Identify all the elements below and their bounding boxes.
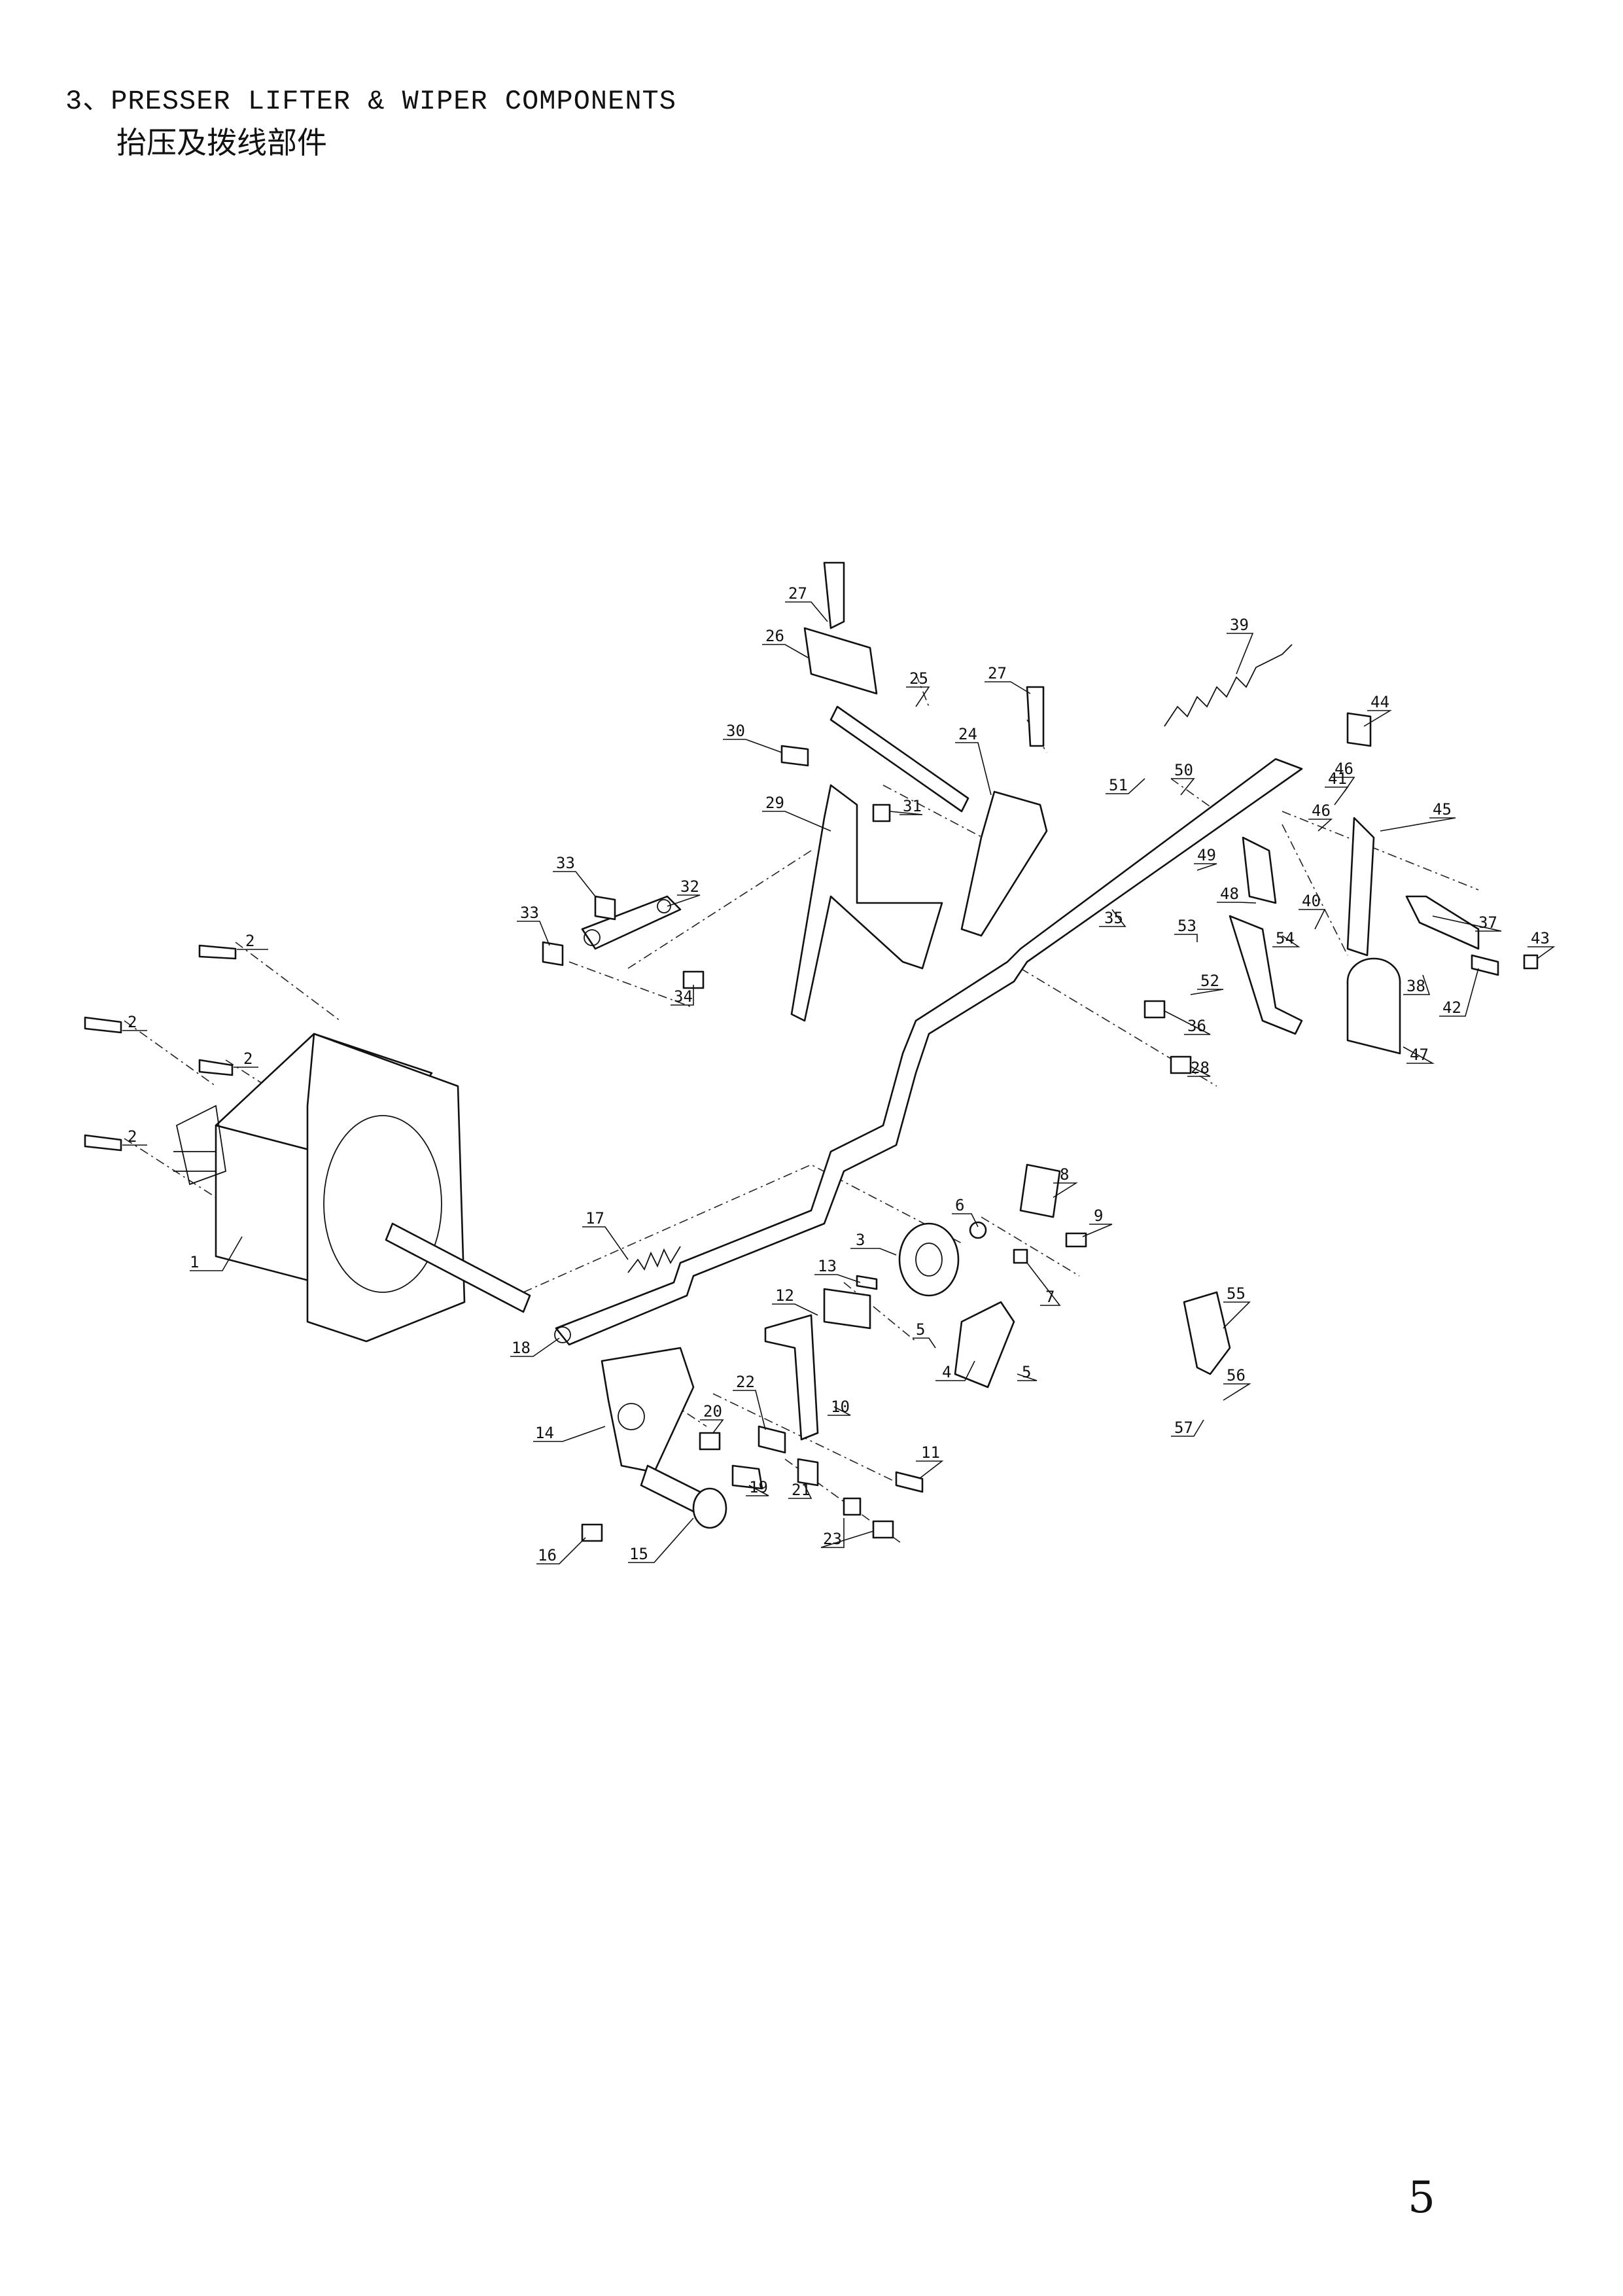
callout-38: 38 (1406, 977, 1425, 995)
callout-9: 9 (1094, 1207, 1103, 1225)
callout-21: 21 (792, 1481, 811, 1499)
callout-13: 13 (818, 1257, 837, 1275)
callout-7: 7 (1045, 1288, 1055, 1306)
callout-45: 45 (1433, 800, 1452, 819)
callout-5-b: 5 (1022, 1363, 1031, 1381)
callout-39: 39 (1230, 616, 1249, 634)
section-heading: 3、PRESSER LIFTER & WIPER COMPONENTS (65, 86, 676, 117)
callout-33-b: 33 (520, 904, 539, 922)
callout-1: 1 (190, 1253, 199, 1271)
callout-17: 17 (585, 1209, 604, 1227)
callout-47: 47 (1410, 1046, 1429, 1064)
callout-31: 31 (903, 797, 922, 815)
callout-23: 23 (823, 1530, 842, 1548)
screw-group-part-2 (84, 944, 237, 1152)
callout-26: 26 (765, 627, 784, 645)
callout-35: 35 (1104, 909, 1123, 927)
callout-57: 57 (1174, 1419, 1193, 1437)
page-number: 5 (1408, 2172, 1435, 2223)
callout-2-d: 2 (128, 1127, 137, 1146)
spring-part-17 (627, 1246, 681, 1273)
callout-2-a: 2 (245, 932, 254, 950)
callout-40: 40 (1302, 892, 1321, 910)
callout-55: 55 (1227, 1284, 1246, 1303)
callout-15: 15 (629, 1545, 648, 1563)
callout-32: 32 (680, 877, 699, 896)
callout-37: 37 (1478, 913, 1497, 932)
link-plate-parts-32-34 (542, 895, 705, 989)
callout-43: 43 (1531, 929, 1550, 947)
callout-6: 6 (955, 1196, 964, 1214)
callout-48: 48 (1220, 885, 1239, 903)
callout-27-a: 27 (788, 584, 807, 603)
callout-51: 51 (1109, 776, 1128, 794)
callout-2-b: 2 (128, 1013, 137, 1031)
wiper-parts-right (1143, 712, 1539, 1375)
callout-12: 12 (775, 1286, 794, 1305)
callout-22: 22 (736, 1373, 755, 1391)
callout-52: 52 (1200, 972, 1219, 990)
callout-29: 29 (765, 794, 784, 812)
callout-54: 54 (1276, 929, 1295, 947)
callout-44: 44 (1370, 693, 1389, 711)
callout-53: 53 (1178, 917, 1196, 935)
callout-11: 11 (921, 1443, 940, 1462)
callout-16: 16 (538, 1546, 557, 1564)
callout-4: 4 (942, 1363, 951, 1381)
callout-3: 3 (856, 1231, 865, 1249)
callout-49: 49 (1197, 846, 1216, 864)
callout-28: 28 (1191, 1059, 1210, 1077)
lower-middle-parts (581, 1163, 1087, 1542)
presser-bracket-parts (780, 561, 1048, 1022)
callout-56: 56 (1227, 1366, 1246, 1385)
callout-33-a: 33 (556, 854, 575, 872)
callout-14: 14 (535, 1424, 554, 1442)
callout-24: 24 (958, 725, 977, 743)
callout-8: 8 (1060, 1165, 1069, 1184)
callout-25: 25 (909, 669, 928, 688)
section-subheading-chinese: 抬压及拨线部件 (116, 125, 327, 160)
callout-46-b: 46 (1335, 760, 1353, 778)
callout-2-c: 2 (243, 1050, 253, 1068)
callout-10: 10 (831, 1398, 850, 1416)
callout-20: 20 (703, 1402, 722, 1421)
callout-50: 50 (1174, 761, 1193, 779)
callout-5-a: 5 (916, 1320, 925, 1339)
callout-27-b: 27 (988, 664, 1007, 682)
spring-part-39 (1164, 644, 1293, 727)
callout-19: 19 (749, 1478, 768, 1496)
callout-34: 34 (674, 987, 693, 1006)
callout-30: 30 (726, 722, 745, 740)
motor-part-1 (173, 1033, 531, 1343)
callout-18: 18 (512, 1339, 531, 1357)
link-rod-part-35 (554, 758, 1303, 1346)
callout-36: 36 (1187, 1017, 1206, 1035)
callout-46-a: 46 (1312, 802, 1331, 820)
callout-leader-lines (122, 601, 1556, 1564)
callout-42: 42 (1442, 998, 1461, 1017)
callout-labels: 1 2 2 2 2 3 4 5 5 6 7 8 9 10 11 12 13 14… (128, 584, 1550, 1564)
callout-41: 41 (1328, 769, 1347, 788)
